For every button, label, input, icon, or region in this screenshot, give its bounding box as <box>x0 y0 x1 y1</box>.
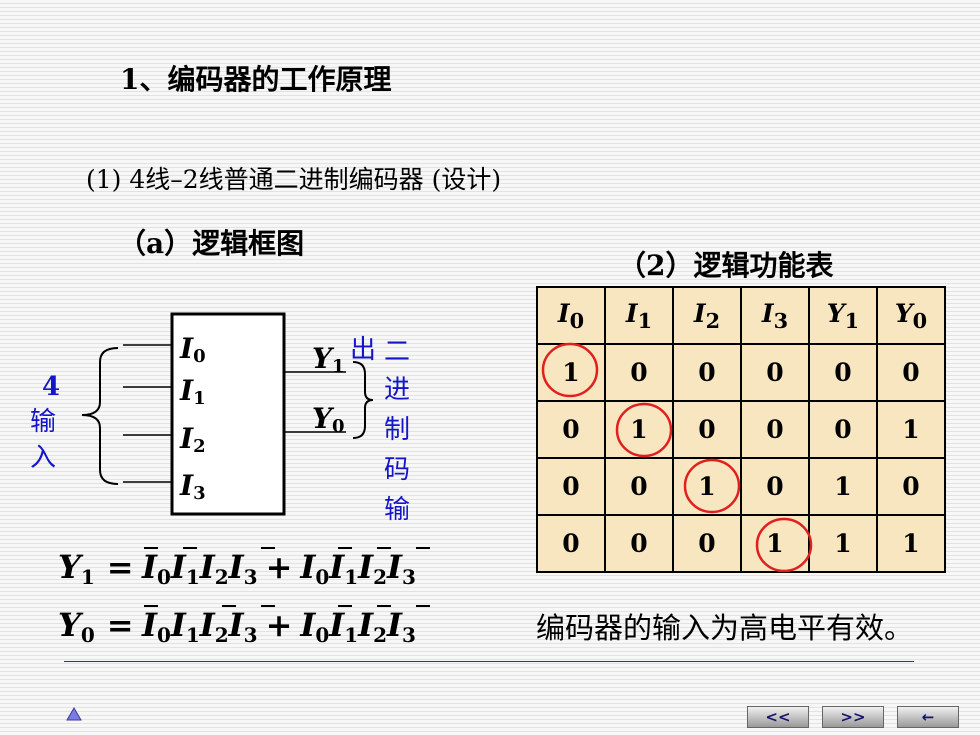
table-row: 0 0 0 1 1 1 <box>536 514 946 573</box>
svg-text:Y0=: Y0= <box>58 606 134 647</box>
diagram-heading: （a）逻辑框图 <box>118 227 305 260</box>
table-cell: 0 <box>876 343 946 402</box>
output-label-0: Y0 <box>312 402 345 437</box>
inputs-label-4: 4 <box>42 372 60 402</box>
table-cell: 1 <box>808 457 878 516</box>
input-brace <box>81 347 119 485</box>
inputs-label-ru: 入 <box>30 443 56 473</box>
input-label-2: I2 <box>179 422 206 457</box>
truth-table-heading: （2）逻辑功能表 <box>618 249 834 282</box>
prev-slide-button[interactable]: << <box>747 706 809 728</box>
header-cell: I3 <box>740 286 810 345</box>
highlight-circle <box>683 458 741 514</box>
equations: Y1= I0I1I2I3+I0I1I2I3 Y0= I0I1I2I3+I0I1I… <box>58 547 430 647</box>
table-cell: 0 <box>808 343 878 402</box>
table-header-row: I0 I1 I2 I3 Y1 Y0 <box>536 286 946 345</box>
table-cell: 0 <box>740 457 810 516</box>
table-cell: 0 <box>536 400 606 459</box>
output-label-shu: 输 <box>384 495 410 525</box>
output-label-1: Y1 <box>312 342 345 377</box>
table-cell: 0 <box>672 400 742 459</box>
return-button[interactable]: ← <box>897 706 959 728</box>
header-cell: I0 <box>536 286 606 345</box>
table-cell: 0 <box>604 343 674 402</box>
divider-line <box>64 661 914 662</box>
input-label-0: I0 <box>179 332 206 367</box>
header-cell: I1 <box>604 286 674 345</box>
note-active-high: 编码器的输入为高电平有效。 <box>536 611 914 645</box>
table-cell: 1 <box>876 514 946 573</box>
table-cell: 0 <box>604 514 674 573</box>
table-cell: 0 <box>672 343 742 402</box>
table-cell: 1 <box>876 400 946 459</box>
table-cell: 0 <box>740 343 810 402</box>
header-cell: Y0 <box>876 286 946 345</box>
table-cell: 1 <box>808 514 878 573</box>
highlight-circle <box>615 402 673 458</box>
table-row: 1 0 0 0 0 0 <box>536 343 946 402</box>
output-brace <box>352 361 374 439</box>
table-cell: 0 <box>672 514 742 573</box>
table-cell: 1 <box>536 343 606 402</box>
equation-y1: Y1= I0I1I2I3+I0I1I2I3 <box>58 547 430 589</box>
highlight-overlay <box>541 342 813 573</box>
input-label-3: I3 <box>179 469 206 504</box>
header-cell: Y1 <box>808 286 878 345</box>
table-cell: 0 <box>740 400 810 459</box>
table-cell: 0 <box>808 400 878 459</box>
highlight-circle <box>541 342 599 398</box>
output-label-zhi: 制 <box>384 415 410 445</box>
output-label-ma: 码 <box>384 455 410 485</box>
table-row: 0 1 0 0 0 1 <box>536 400 946 459</box>
next-slide-button[interactable]: >> <box>822 706 884 728</box>
highlight-circle <box>755 517 813 573</box>
section-subtitle: (1) 4线–2线普通二进制编码器 (设计) <box>86 165 502 194</box>
logic-block-diagram: I0 I1 I2 I3 Y1 Y0 4 输 入 出 二 进 制 码 输 <box>30 312 410 525</box>
header-cell: I2 <box>672 286 742 345</box>
inputs-label-shu: 输 <box>30 407 56 437</box>
output-label-er: 二 <box>384 337 410 367</box>
svg-text:I0I1I2I3+I0I1I2I3: I0I1I2I3+I0I1I2I3 <box>141 606 416 647</box>
table-cell: 0 <box>536 457 606 516</box>
table-cell: 0 <box>604 457 674 516</box>
slide-title: 1、编码器的工作原理 <box>120 63 392 96</box>
input-label-1: I1 <box>179 374 206 409</box>
table-cell: 0 <box>876 457 946 516</box>
output-label-chu: 出 <box>350 335 376 365</box>
output-label-jin: 进 <box>384 375 410 405</box>
encoder-box <box>170 312 286 516</box>
svg-text:Y1=: Y1= <box>58 548 134 589</box>
table-cell: 1 <box>672 457 742 516</box>
svg-text:I0I1I2I3+I0I1I2I3: I0I1I2I3+I0I1I2I3 <box>141 548 416 589</box>
warning-triangle-icon <box>66 707 82 721</box>
equation-y0: Y0= I0I1I2I3+I0I1I2I3 <box>58 605 430 647</box>
table-row: 0 0 1 0 1 0 <box>536 457 946 516</box>
table-cell: 0 <box>536 514 606 573</box>
truth-table: I0 I1 I2 I3 Y1 Y0 1 0 0 0 0 0 0 1 0 0 0 … <box>536 286 946 573</box>
